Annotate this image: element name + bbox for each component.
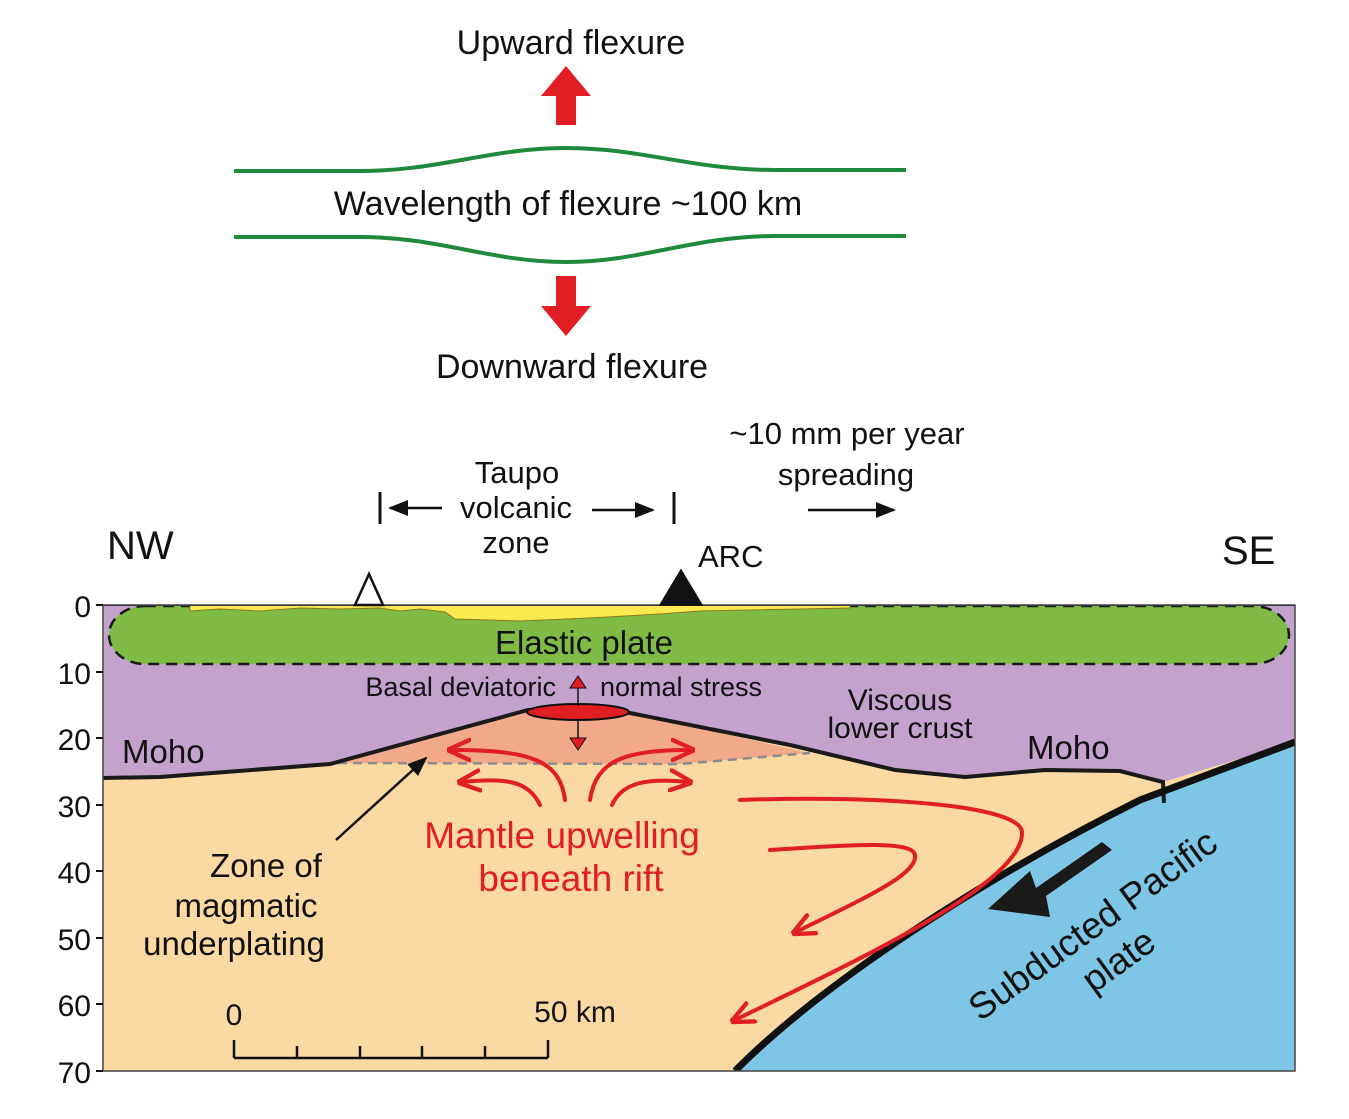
se-direction-label: SE	[1222, 529, 1275, 573]
viscous-label-line1: Viscous	[848, 684, 953, 717]
upwelling-arrow-upper-right	[588, 750, 690, 802]
taupo-label-line3: zone	[482, 525, 549, 560]
depth-label-20: 20	[58, 724, 91, 757]
depth-label-70: 70	[58, 1057, 91, 1090]
upper-flexure-line	[234, 145, 906, 173]
upwelling-arrow-lower-right	[610, 781, 688, 807]
lower-flexure-line	[234, 234, 906, 265]
taupo-label-line1: Taupo	[475, 455, 559, 490]
subduction-direction-arrow-icon	[988, 842, 1112, 917]
upward-flexure-label: Upward flexure	[457, 24, 686, 62]
underplating-label-line2: magmatic	[174, 887, 317, 924]
mantle-upwelling-label-line1: Mantle upwelling	[424, 815, 700, 856]
depth-label-50: 50	[58, 924, 91, 957]
moho-label-right: Moho	[1027, 729, 1110, 766]
moho-label-left: Moho	[122, 733, 205, 770]
elastic-plate-label: Elastic plate	[495, 624, 673, 661]
rift-volcano-icon	[353, 570, 385, 607]
basal-stress-label-left: Basal deviatoric	[365, 672, 556, 702]
spreading-rate-label: ~10 mm per year	[729, 416, 964, 451]
basal-stress-ellipse	[526, 703, 630, 721]
basal-stress-label-right: normal stress	[600, 672, 762, 702]
depth-axis: 0 10 20 30 40 50 60 70	[58, 591, 103, 1090]
stress-up-arrow-icon	[569, 675, 587, 689]
elastic-plate-region	[107, 605, 1291, 666]
arc-volcano-icon	[658, 568, 704, 606]
cross-section	[103, 605, 1295, 1071]
depth-label-60: 60	[58, 990, 91, 1023]
mantle-upwelling-arrows	[452, 750, 1025, 1020]
downward-flexure-label: Downward flexure	[436, 348, 708, 386]
taupo-label-line2: volcanic	[460, 490, 572, 525]
upward-arrow-icon	[541, 66, 591, 125]
viscous-label-line2: lower crust	[827, 712, 973, 745]
depth-label-10: 10	[58, 658, 91, 691]
upwelling-arrow-lower-left	[462, 780, 542, 807]
scale-bar-start-label: 0	[226, 999, 243, 1032]
mantle-upwelling-label-line2: beneath rift	[478, 858, 664, 899]
underplating-label-line3: underplating	[143, 925, 325, 962]
moho-line	[103, 707, 1166, 804]
upwelling-arrow-upper-left	[452, 750, 567, 802]
flexure-schematic: Upward flexure Wavelength of flexure ~10…	[234, 24, 906, 386]
wavelength-label: Wavelength of flexure ~100 km	[334, 185, 802, 223]
arc-label: ARC	[698, 539, 763, 574]
nw-direction-label: NW	[107, 524, 174, 568]
section-header: NW SE Taupo volcanic zone ~10 mm per yea…	[107, 416, 1275, 574]
corner-flow-outer-arrow	[735, 796, 1025, 1020]
corner-flow-inner-arrow	[768, 843, 918, 932]
downward-arrow-icon	[541, 276, 591, 336]
stress-down-arrow-icon	[569, 737, 587, 751]
underplating-label-line1: Zone of	[210, 847, 323, 884]
underplating-pointer-arrow	[335, 756, 428, 841]
spreading-label: spreading	[778, 457, 914, 492]
scale-bar-end-label: 50 km	[534, 996, 616, 1029]
scale-bar: 0 50 km	[226, 996, 616, 1060]
underplating-base-line	[337, 751, 811, 766]
depth-label-30: 30	[58, 791, 91, 824]
sediment-fill	[189, 605, 851, 622]
depth-label-40: 40	[58, 857, 91, 890]
depth-label-0: 0	[74, 591, 91, 624]
